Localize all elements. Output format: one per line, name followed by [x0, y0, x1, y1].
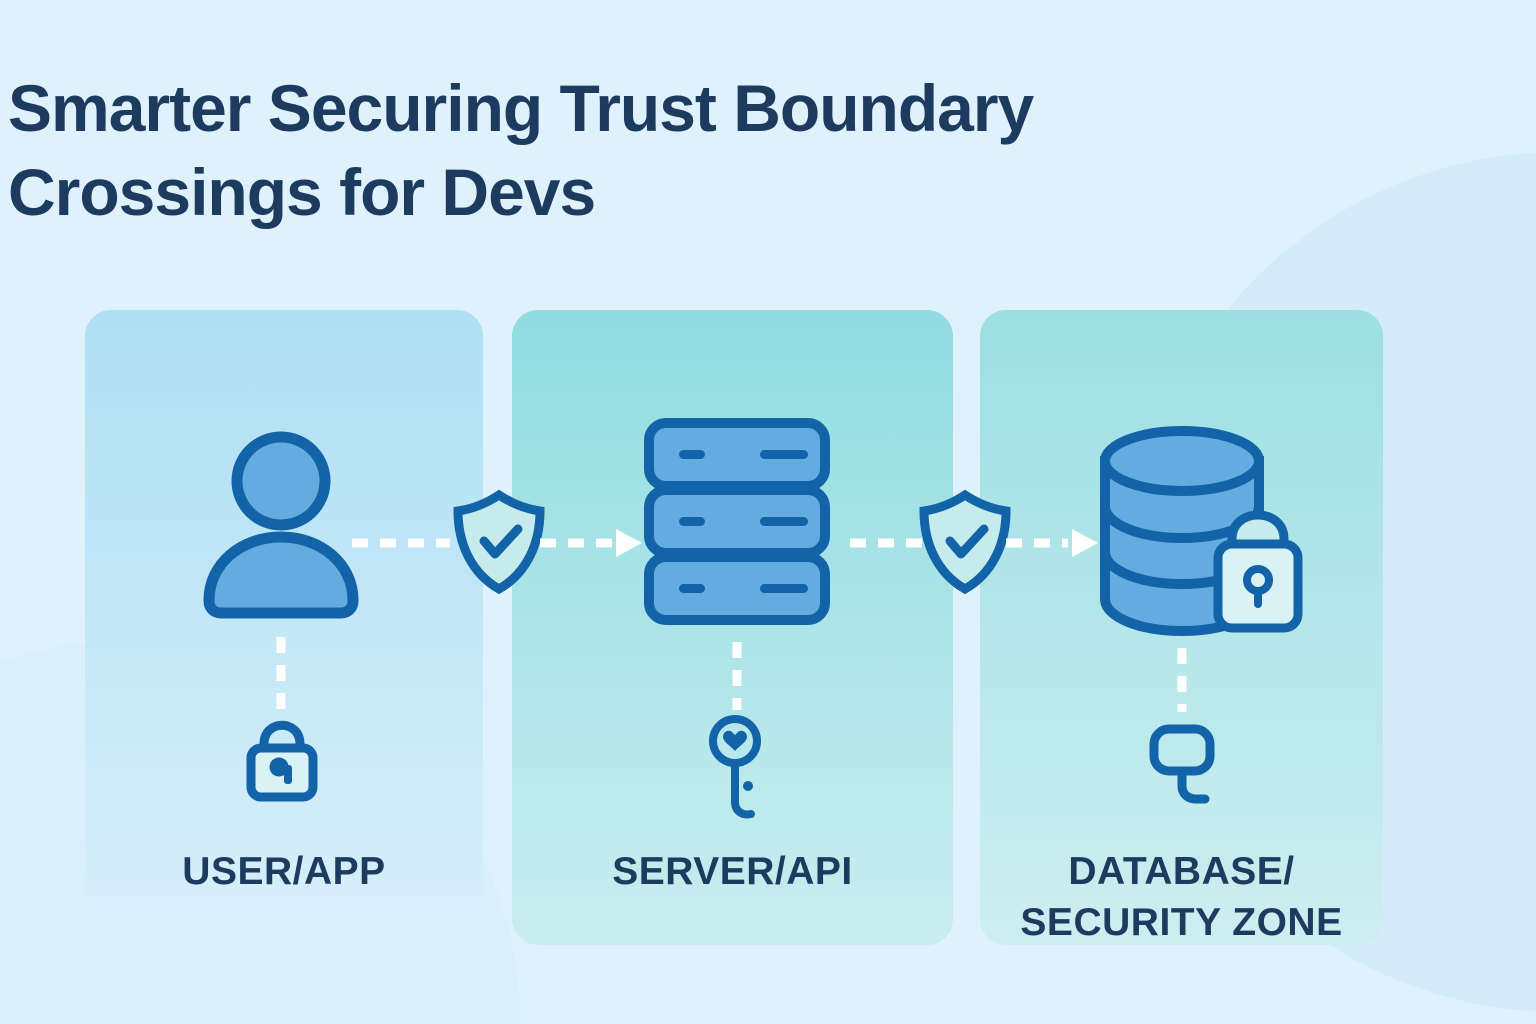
page-title: Smarter Securing Trust Boundary Crossing… [8, 71, 1034, 230]
card-database-label-line2: SECURITY ZONE [1020, 900, 1343, 944]
card-database-label-line1: DATABASE/ [1068, 850, 1295, 893]
card-user-app: USER/APP [85, 310, 483, 945]
card-database-security-zone: DATABASE/ SECURITY ZONE [980, 310, 1383, 945]
card-server-api-label: SERVER/API [612, 850, 853, 893]
card-database-label: DATABASE/ SECURITY ZONE [980, 847, 1383, 948]
card-server-api: SERVER/API [512, 310, 953, 945]
card-user-app-label: USER/APP [182, 850, 386, 893]
